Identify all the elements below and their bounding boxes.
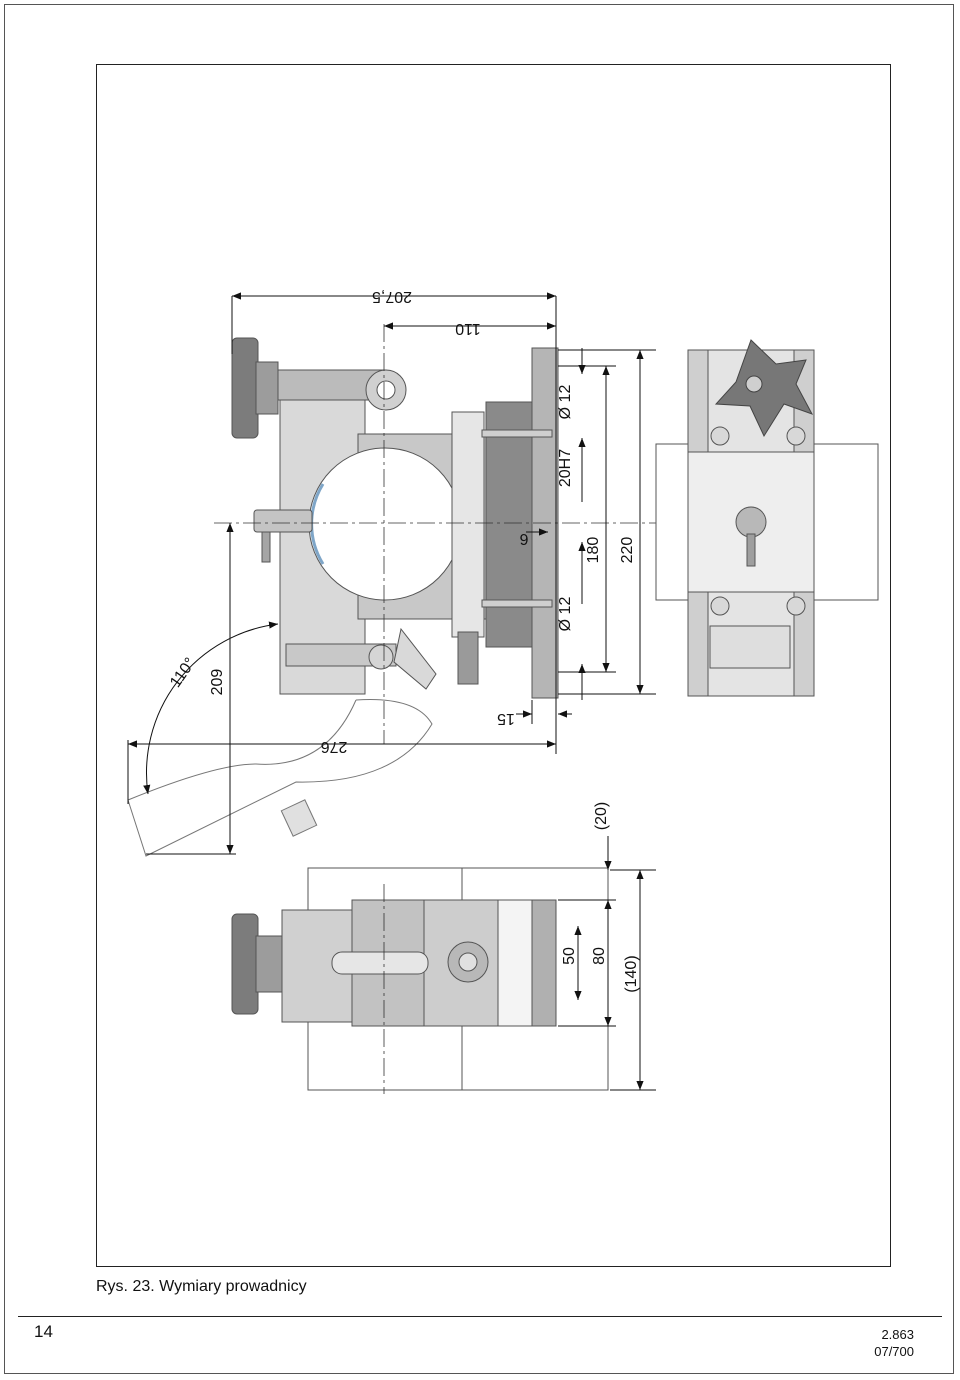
dim-20h7: 20H7 [557,449,574,487]
drawing-frame [96,64,891,1267]
doc-code-line2: 07/700 [874,1344,914,1359]
dim-180: 180 [585,537,602,564]
dim-diameter-12-bottom: Ø 12 [557,597,574,632]
swing-arm-outline [127,699,433,857]
bolt-upper [481,429,553,438]
dim-80: 80 [591,947,608,965]
dim-diameter-12-top: Ø 12 [557,385,574,420]
tube-bore [308,447,462,601]
dimension-lines [127,292,656,1091]
guide-rod [451,411,485,638]
dim-140-bracket: (140) [623,955,640,992]
dim-20-bracket: (20) [593,802,610,830]
star-knob [714,339,814,438]
hose-nipple [457,631,479,685]
side-screw-head [735,506,767,538]
dim-220: 220 [619,537,636,564]
side-clamp-screw [253,509,313,533]
page-number: 14 [34,1322,53,1341]
page-border [4,4,954,1374]
dimension-labels: 207,5 110 Ø 12 20H7 6 Ø 12 180 220 15 27… [167,288,640,993]
handwheel [231,337,259,439]
side-view [655,339,879,697]
figure-caption: Rys. 23. Wymiary prowadnicy [96,1278,307,1295]
dim-angle-110: 110° [167,655,199,691]
dim-276: 276 [321,738,348,755]
bolt-lower [481,599,553,608]
dim-50: 50 [561,947,578,965]
cross-rod [331,951,429,975]
latch-lever [393,627,437,690]
front-view [127,324,846,857]
footer-rule [18,1316,942,1317]
dim-110: 110 [455,320,481,337]
dim-209: 209 [209,669,226,696]
dim-15: 15 [497,710,515,727]
doc-code-line1: 2.863 [881,1327,914,1342]
dim-6: 6 [519,530,528,547]
document-code: 2.863 07/700 [874,1326,914,1360]
handwheel-bottom [231,913,259,1015]
technical-drawing: 207,5 110 Ø 12 20H7 6 Ø 12 180 220 15 27… [127,288,879,1094]
bottom-view [231,867,609,1094]
dim-207-5: 207,5 [372,288,412,305]
